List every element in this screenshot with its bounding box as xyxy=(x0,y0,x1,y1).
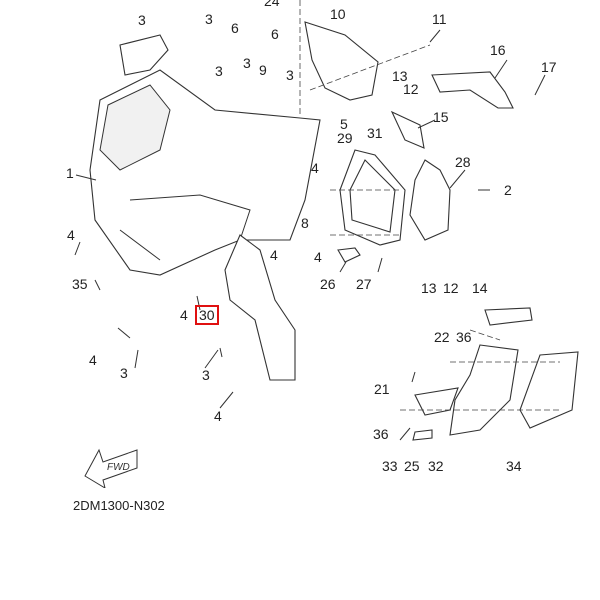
diagram-code: 2DM1300-N302 xyxy=(73,498,165,513)
inner-panel-edge xyxy=(119,194,251,261)
lid-assembly xyxy=(449,344,519,436)
callout-3[interactable]: 3 xyxy=(120,365,128,381)
fwd-label: FWD xyxy=(107,462,130,473)
callout-3[interactable]: 3 xyxy=(243,55,251,71)
assembly-line xyxy=(299,0,560,411)
callout-12[interactable]: 12 xyxy=(443,280,459,296)
callout-21[interactable]: 21 xyxy=(374,381,390,397)
callout-9[interactable]: 9 xyxy=(259,62,267,78)
callout-27[interactable]: 27 xyxy=(356,276,372,292)
callout-36[interactable]: 36 xyxy=(373,426,389,442)
callout-4[interactable]: 4 xyxy=(89,352,97,368)
callout-3[interactable]: 3 xyxy=(202,367,210,383)
callout-10[interactable]: 10 xyxy=(330,6,346,22)
part-25-pad xyxy=(412,429,433,441)
callout-5[interactable]: 5 xyxy=(340,116,348,132)
callout-26[interactable]: 26 xyxy=(320,276,336,292)
callout-4[interactable]: 4 xyxy=(270,247,278,263)
callout-3[interactable]: 3 xyxy=(215,63,223,79)
callout-4[interactable]: 4 xyxy=(214,408,222,424)
part-14-plate xyxy=(484,307,533,326)
callout-14[interactable]: 14 xyxy=(472,280,488,296)
callout-4[interactable]: 4 xyxy=(314,249,322,265)
callout-16[interactable]: 16 xyxy=(490,42,506,58)
callout-12[interactable]: 12 xyxy=(403,81,419,97)
part-28-cover xyxy=(409,159,451,241)
callout-8[interactable]: 8 xyxy=(301,215,309,231)
callout-4[interactable]: 4 xyxy=(311,160,319,176)
callout-29[interactable]: 29 xyxy=(337,130,353,146)
callout-24[interactable]: 24 xyxy=(264,0,280,9)
callout-3[interactable]: 3 xyxy=(286,67,294,83)
callout-11[interactable]: 11 xyxy=(432,11,447,27)
callout-4[interactable]: 4 xyxy=(67,227,75,243)
part-33-gasket xyxy=(414,387,459,416)
callout-1[interactable]: 1 xyxy=(66,165,74,181)
callout-25[interactable]: 25 xyxy=(404,458,420,474)
part-31-inner xyxy=(349,159,396,233)
side-panel-lower xyxy=(224,234,296,381)
callout-36[interactable]: 36 xyxy=(456,329,472,345)
part-15-strip xyxy=(390,110,425,149)
callout-13[interactable]: 13 xyxy=(421,280,437,296)
callout-15[interactable]: 15 xyxy=(433,109,449,125)
fwd-arrow-icon: FWD xyxy=(84,448,138,488)
upper-bracket xyxy=(119,34,169,76)
callout-34[interactable]: 34 xyxy=(506,458,522,474)
callout-3[interactable]: 3 xyxy=(138,12,146,28)
callout-30-highlighted[interactable]: 30 xyxy=(195,305,219,325)
part-34-cover xyxy=(519,351,579,429)
callout-28[interactable]: 28 xyxy=(455,154,471,170)
callout-35[interactable]: 35 xyxy=(72,276,88,292)
callout-22[interactable]: 22 xyxy=(434,329,450,345)
callout-6[interactable]: 6 xyxy=(271,26,279,42)
callout-2[interactable]: 2 xyxy=(504,182,512,198)
callout-6[interactable]: 6 xyxy=(231,20,239,36)
callout-17[interactable]: 17 xyxy=(541,59,557,75)
callout-3[interactable]: 3 xyxy=(205,11,213,27)
part-10-cover xyxy=(304,21,379,101)
leader-lines xyxy=(74,29,546,441)
callout-13[interactable]: 13 xyxy=(392,68,408,84)
callout-31[interactable]: 31 xyxy=(367,125,383,141)
part-26-pad xyxy=(337,247,361,263)
callout-4[interactable]: 4 xyxy=(180,307,188,323)
inner-panel-detail xyxy=(99,84,171,171)
callout-33[interactable]: 33 xyxy=(382,458,398,474)
callout-32[interactable]: 32 xyxy=(428,458,444,474)
part-16-trim xyxy=(431,71,514,109)
